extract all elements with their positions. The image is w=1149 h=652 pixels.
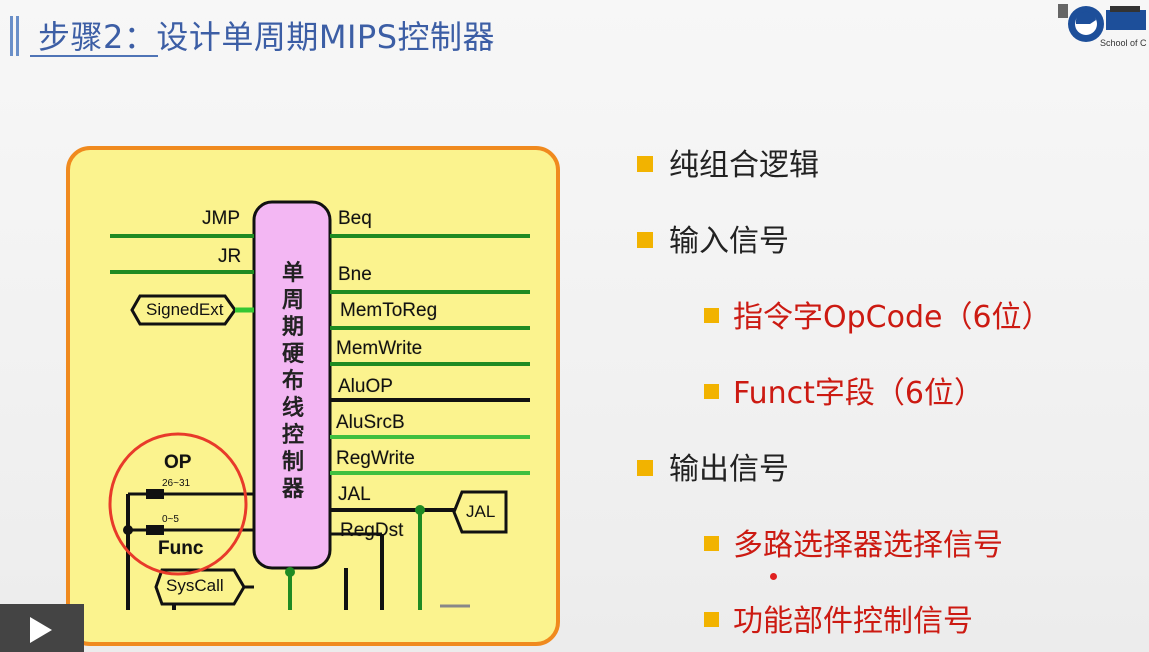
bullet-inputs: 输入信号 [637,216,789,260]
op-label: OP [164,452,192,473]
output-regdst: RegDst [340,520,404,541]
bullet-combinational: 纯组合逻辑 [637,140,819,184]
output-memtoreg: MemToReg [340,300,438,321]
bullet-opcode: 指令字OpCode（6位） [704,292,1052,336]
output-beq: Beq [338,208,372,229]
signedext-label: SignedExt [146,300,224,319]
slide-title: 步骤2：设计单周期MIPS控制器 [38,18,496,56]
output-bne: Bne [338,264,372,285]
controller-diagram: 单 周 期 硬 布 线 控 制 器 JMP JR SignedExt OP 26… [66,146,560,646]
diagram-wires [108,200,530,610]
school-logo-icon [1058,4,1146,42]
logo-caption: School of C [1100,38,1147,48]
syscall-label: SysCall [166,576,224,595]
bullet-mux-select: 多路选择器选择信号 [704,520,1003,564]
title-underline [30,55,158,57]
input-jmp: JMP [202,208,240,229]
bullet-funct: Funct字段（6位） [704,368,984,412]
bullet-square-icon [704,384,719,399]
output-aluop: AluOP [338,376,393,397]
bullet-square-icon [704,536,719,551]
bullet-square-icon [637,231,653,248]
bullet-outputs: 输出信号 [637,444,789,488]
op-bits: 26~31 [162,478,191,489]
title-accent-bars [8,16,30,56]
bullet-square-icon [637,459,653,476]
bullet-square-icon [704,308,719,323]
func-label: Func [158,538,204,559]
input-jr: JR [218,246,242,267]
output-jal: JAL [338,484,371,505]
jal-box-label: JAL [466,502,496,521]
bullet-square-icon [637,155,653,172]
output-alusrcb: AluSrcB [336,412,405,433]
bullet-square-icon [704,612,719,627]
func-bits: 0~5 [162,514,179,525]
play-button-icon[interactable] [0,604,84,652]
bullet-unit-control: 功能部件控制信号 [704,596,973,640]
output-regwrite: RegWrite [336,448,415,469]
output-memwrite: MemWrite [336,338,423,359]
laser-pointer-dot [770,573,777,580]
controller-label: 单 周 期 硬 布 线 控 制 器 [281,261,304,502]
